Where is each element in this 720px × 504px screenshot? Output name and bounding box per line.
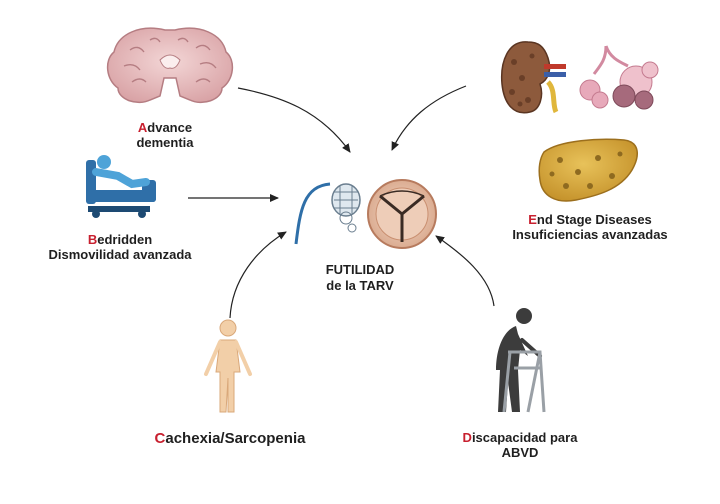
lungs-icon [579,45,659,110]
label-disability: Discapacidad para ABVD [462,430,578,460]
human-body-icon [204,319,252,413]
label-bedridden: Bedridden Dismovilidad avanzada [48,232,192,262]
aortic-valve-icon [367,179,437,249]
center-label: FUTILIDAD de la TARV [300,262,420,294]
center-label-line1: FUTILIDAD [325,262,395,277]
arrows [188,85,495,319]
liver-icon [538,138,638,202]
center-label-line2: de la TARV [326,278,394,293]
kidney-icon [500,41,566,114]
tavi-device-icon [294,182,361,245]
hospital-bed-icon [86,155,156,218]
elderly-walker-icon [496,308,546,413]
label-end-stage-diseases: End Stage Diseases Insuficiencias avanza… [512,212,668,242]
label-dementia: Advance dementia [136,120,194,150]
brain-icon [106,27,234,104]
label-cachexia: Cachexia/Sarcopenia [154,430,306,447]
